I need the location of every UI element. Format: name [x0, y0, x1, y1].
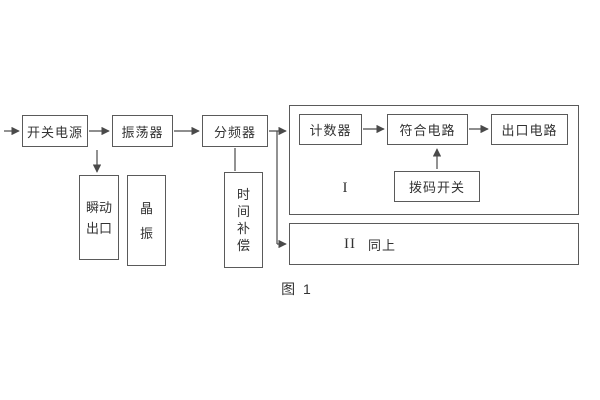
crystal-line1: 晶: [139, 200, 153, 216]
coincidence-circuit-block: 符合电路: [387, 114, 468, 145]
frequency-divider-block: 分频器: [202, 115, 268, 147]
outlet-circuit-block: 出口电路: [491, 114, 568, 145]
time-compensation-block: 时 间 补 偿: [224, 172, 263, 268]
group2-container: [289, 223, 579, 265]
instant-output-line1: 瞬动: [85, 199, 112, 215]
oscillator-label: 振荡器: [121, 124, 164, 140]
group1-numeral: I: [342, 180, 348, 196]
group2-label-row: II 同上: [289, 223, 579, 265]
instant-output-line2: 出口: [85, 220, 112, 236]
group1-container: [289, 105, 579, 215]
figure-caption: 图 1: [281, 281, 313, 297]
crystal-line2: 振: [139, 225, 153, 241]
time-comp-line4: 偿: [236, 238, 250, 253]
outlet-circuit-label: 出口电路: [501, 123, 558, 138]
crystal-oscillator-block: 晶 振: [127, 175, 166, 266]
dip-switch-block: 拨码开关: [394, 171, 480, 202]
instant-output-block: 瞬动 出口: [79, 175, 119, 260]
time-comp-line2: 间: [236, 204, 250, 219]
counter-label: 计数器: [309, 123, 352, 138]
time-comp-line3: 补: [236, 221, 250, 236]
counter-block: 计数器: [299, 114, 362, 145]
group2-numeral: II: [344, 235, 356, 252]
dip-switch-label: 拨码开关: [408, 180, 465, 195]
oscillator-block: 振荡器: [112, 115, 173, 147]
group2-text: 同上: [368, 237, 397, 253]
coincidence-circuit-label: 符合电路: [399, 123, 456, 138]
time-comp-line1: 时: [236, 187, 250, 202]
frequency-divider-label: 分频器: [213, 124, 256, 140]
power-supply-label: 开关电源: [26, 124, 83, 140]
power-supply-block: 开关电源: [22, 115, 88, 147]
